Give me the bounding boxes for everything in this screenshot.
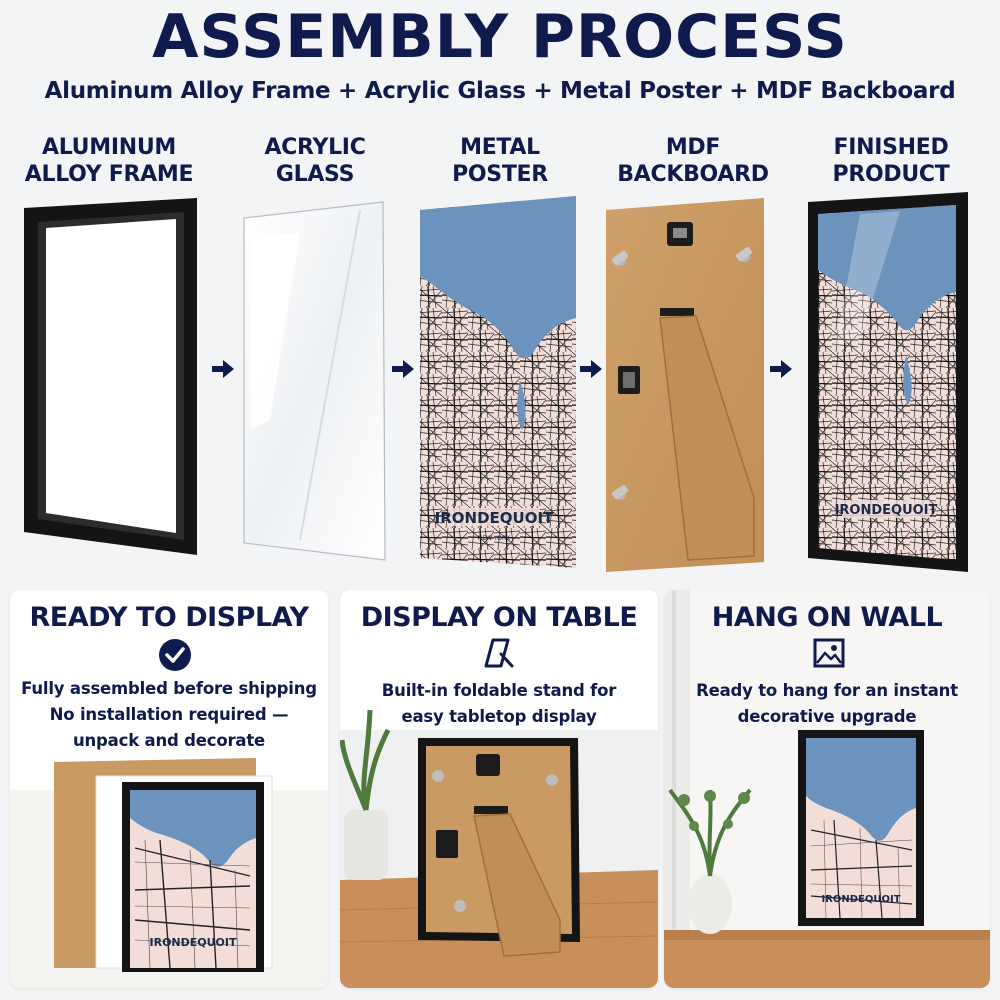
- finished-product: IRONDEQUOIT: [808, 192, 968, 572]
- metal-poster: IRONDEQUOIT NEW YORK: [420, 196, 576, 568]
- arrow-right-icon: [770, 360, 792, 378]
- poster-city-label: IRONDEQUOIT: [435, 509, 554, 527]
- arrow-right-icon: [392, 360, 414, 378]
- panel-hang-on-wall: IRONDEQUOIT HANG ON WALL Ready to hang f…: [664, 590, 990, 988]
- boxed-poster-illustration: IRONDEQUOIT: [10, 758, 328, 988]
- arrow-right-icon: [212, 360, 234, 378]
- assembly-stage: IRONDEQUOIT NEW YORK IRONDEQUOIT: [24, 192, 968, 572]
- mdf-backboard: [606, 198, 764, 572]
- panel-title: READY TO DISPLAY: [29, 602, 309, 633]
- box-poster-city-label: IRONDEQUOIT: [150, 936, 237, 949]
- arrow-right-icon: [580, 360, 602, 378]
- page-subtitle: Aluminum Alloy Frame + Acrylic Glass + M…: [44, 78, 956, 104]
- panel-description: Built-in foldable stand for easy tableto…: [381, 681, 617, 726]
- acrylic-glass: [243, 201, 386, 561]
- finished-city-label: IRONDEQUOIT: [835, 503, 938, 518]
- panel-display-on-table: DISPLAY ON TABLE Built-in foldable stand…: [340, 590, 658, 988]
- wall-poster-city-label: IRONDEQUOIT: [821, 894, 900, 905]
- page-title: ASSEMBLY PROCESS: [152, 2, 848, 72]
- tabletop-stand-illustration: [340, 590, 658, 988]
- panel-description: Ready to hang for an instant decorative …: [696, 681, 958, 726]
- panel-description: Fully assembled before shipping No insta…: [21, 679, 317, 750]
- panel-ready-to-display: IRONDEQUOIT READY TO DISPLAY Fully assem…: [10, 590, 328, 988]
- panel-title: HANG ON WALL: [711, 602, 943, 633]
- panel-title: DISPLAY ON TABLE: [360, 602, 638, 633]
- picture-icon: [813, 638, 845, 668]
- poster-region-label: NEW YORK: [478, 535, 511, 542]
- easel-stand-icon: [484, 638, 514, 668]
- aluminum-frame: [24, 198, 197, 555]
- check-circle-icon: [159, 639, 191, 671]
